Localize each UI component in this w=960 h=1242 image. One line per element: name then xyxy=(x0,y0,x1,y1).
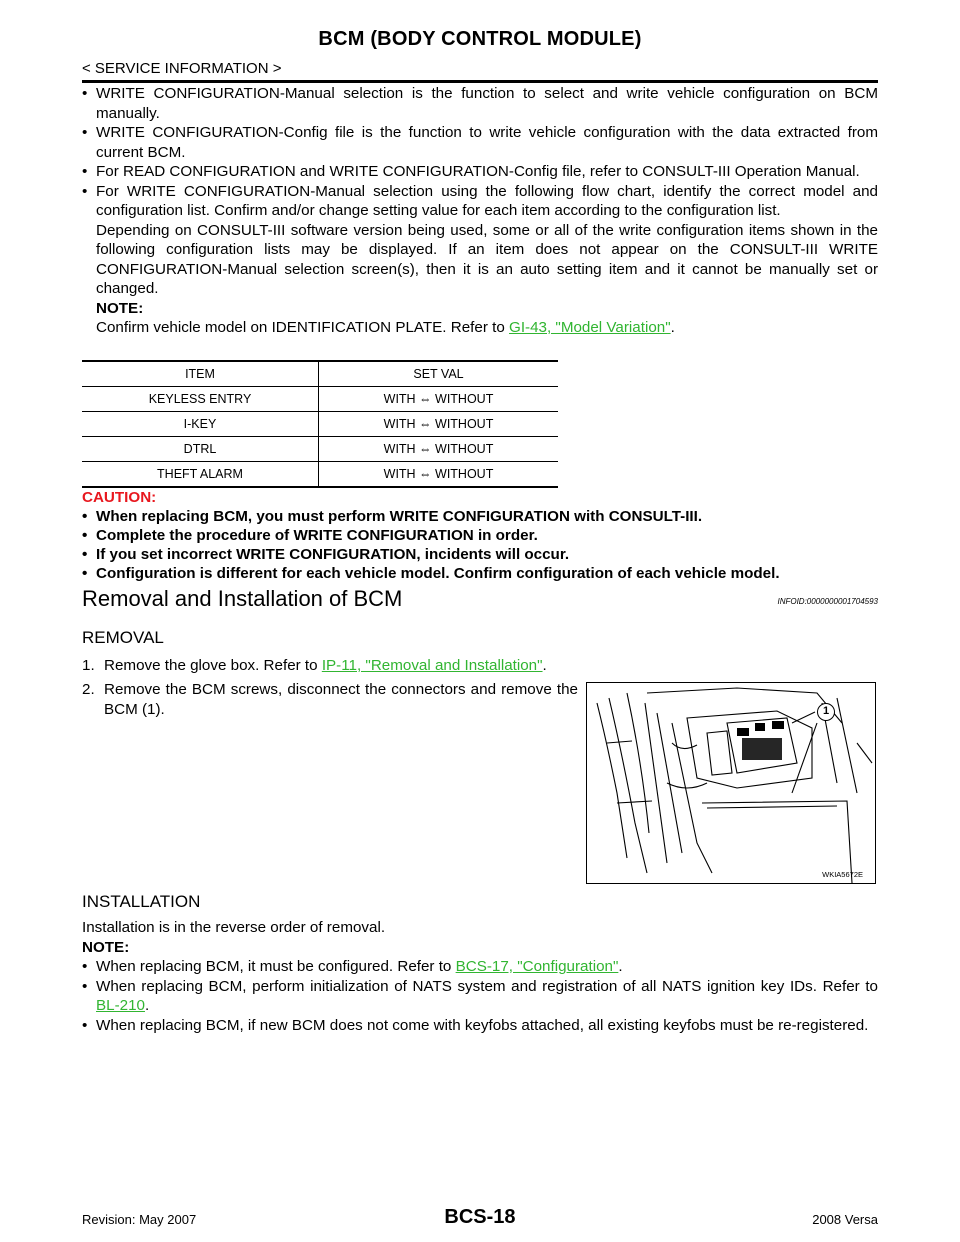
info-id: INFOID:0000000001704593 xyxy=(777,597,878,606)
table-cell: KEYLESS ENTRY xyxy=(82,386,319,412)
footer-revision: Revision: May 2007 xyxy=(82,1212,197,1227)
footer-model: 2008 Versa xyxy=(812,1212,878,1227)
installation-text: Installation is in the reverse order of … xyxy=(82,919,386,936)
bullet-dot: • xyxy=(82,508,88,525)
bullet-dot: • xyxy=(82,977,88,995)
step-number: 1. xyxy=(82,657,95,674)
caution-text: If you set incorrect WRITE CONFIGURATION… xyxy=(96,546,570,563)
bullet-text-end: . xyxy=(618,958,623,975)
paragraph: For WRITE CONFIGURATION-Manual selection… xyxy=(96,182,878,220)
bullet-dot: • xyxy=(82,565,88,582)
bullet-dot: • xyxy=(82,182,88,200)
list-item: • When replacing BCM, you must perform WR… xyxy=(82,507,878,526)
list-item: • For READ CONFIGURATION and WRITE CONFI… xyxy=(82,162,878,182)
step-2: 2. Remove the BCM screws, disconnect the… xyxy=(82,680,578,719)
column-header-set-val: SET VAL xyxy=(318,360,558,387)
caution-block: CAUTION: • When replacing BCM, you must p… xyxy=(82,488,878,583)
list-item: • When replacing BCM, if new BCM does no… xyxy=(82,1016,878,1036)
installation-body: Installation is in the reverse order of … xyxy=(82,918,878,1035)
caution-text: Complete the procedure of WRITE CONFIGUR… xyxy=(96,527,538,544)
note-label: NOTE: xyxy=(96,299,144,317)
ip-11-link[interactable]: IP-11, "Removal and Installation" xyxy=(321,657,543,674)
bullet-dot: • xyxy=(82,958,88,975)
bullet-text: WRITE CONFIGURATION-Config file is the f… xyxy=(96,124,878,161)
figure-code: WKIA5672E xyxy=(822,870,863,879)
list-item: • When replacing BCM, it must be configu… xyxy=(82,957,878,977)
configuration-table: ITEM SET VAL KEYLESS ENTRY WITH ⇔ WITHOU… xyxy=(82,360,558,488)
bullet-text: For READ CONFIGURATION and WRITE CONFIGU… xyxy=(96,163,860,180)
bl-210-link[interactable]: BL-210 xyxy=(96,997,145,1014)
note-end: . xyxy=(670,319,675,336)
bullet-dot: • xyxy=(82,527,88,544)
section-title: Removal and Installation of BCM xyxy=(82,586,403,611)
table-header-row: ITEM SET VAL xyxy=(82,360,558,387)
bullet-text: For WRITE CONFIGURATION-Manual selection… xyxy=(96,182,878,338)
note-paragraph: Confirm vehicle model on IDENTIFICATION … xyxy=(96,318,878,338)
footer-page-number: BCS-18 xyxy=(444,1206,516,1228)
table-cell: WITH ⇔ WITHOUT xyxy=(318,386,558,412)
bcm-location-figure: 1 WKIA5672E xyxy=(586,682,876,884)
list-item: • Complete the procedure of WRITE CONFIGU… xyxy=(82,526,878,545)
bullet-text: WRITE CONFIGURATION-Manual selection is … xyxy=(96,85,878,122)
bullet-text: When replacing BCM, it must be configure… xyxy=(96,957,878,977)
gi-43-link[interactable]: GI-43, "Model Variation" xyxy=(509,319,671,336)
paragraph: Depending on CONSULT-III software versio… xyxy=(96,221,878,298)
header-rule xyxy=(82,80,878,83)
table-row: KEYLESS ENTRY WITH ⇔ WITHOUT xyxy=(82,386,558,412)
bcs-17-link[interactable]: BCS-17, "Configuration" xyxy=(455,958,619,975)
table-cell: DTRL xyxy=(82,436,319,462)
table-row: THEFT ALARM WITH ⇔ WITHOUT xyxy=(82,461,558,488)
column-header-item: ITEM xyxy=(82,360,319,387)
intro-bullets: • WRITE CONFIGURATION-Manual selection i… xyxy=(82,84,878,338)
bullet-dot: • xyxy=(82,124,88,141)
list-item: • If you set incorrect WRITE CONFIGURATIO… xyxy=(82,545,878,564)
note-label: NOTE: xyxy=(82,938,130,956)
bullet-text: When replacing BCM, perform initializati… xyxy=(96,977,878,1016)
bullet-dot: • xyxy=(82,546,88,563)
step-text-end: . xyxy=(542,657,547,674)
step-text: Remove the BCM screws, disconnect the co… xyxy=(104,681,578,718)
table-cell: WITH ⇔ WITHOUT xyxy=(318,436,558,462)
section-label: < SERVICE INFORMATION > xyxy=(82,60,282,77)
step-text-main: Remove the glove box. Refer to xyxy=(104,657,322,674)
bullet-dot: • xyxy=(82,1016,88,1034)
callout-1: 1 xyxy=(817,703,835,721)
bullet-dot: • xyxy=(82,85,88,102)
note-text: Confirm vehicle model on IDENTIFICATION … xyxy=(96,319,509,336)
step-1: 1. Remove the glove box. Refer to IP-11,… xyxy=(82,656,547,676)
removal-heading: REMOVAL xyxy=(82,628,164,647)
list-item: • WRITE CONFIGURATION-Config file is the… xyxy=(82,123,878,162)
list-item: • Configuration is different for each veh… xyxy=(82,564,878,583)
bullet-text-main: When replacing BCM, it must be configure… xyxy=(96,958,456,975)
caution-title: CAUTION: xyxy=(82,489,157,506)
step-text: Remove the glove box. Refer to IP-11, "R… xyxy=(104,656,547,676)
bullet-dot: • xyxy=(82,163,88,180)
table-cell: WITH ⇔ WITHOUT xyxy=(318,461,558,488)
list-item: • For WRITE CONFIGURATION-Manual selecti… xyxy=(82,182,878,338)
caution-text: When replacing BCM, you must perform WRI… xyxy=(96,508,703,525)
bullet-text-end: . xyxy=(144,997,150,1014)
list-item: • When replacing BCM, perform initializa… xyxy=(82,977,878,1016)
bullet-text: When replacing BCM, if new BCM does not … xyxy=(96,1016,869,1034)
installation-heading: INSTALLATION xyxy=(82,892,201,911)
caution-text: Configuration is different for each vehi… xyxy=(96,565,780,582)
bullet-text-main: When replacing BCM, perform initializati… xyxy=(96,977,878,995)
page-title: BCM (BODY CONTROL MODULE) xyxy=(318,28,642,50)
step-number: 2. xyxy=(82,681,95,698)
table-cell: WITH ⇔ WITHOUT xyxy=(318,411,558,437)
table-row: I-KEY WITH ⇔ WITHOUT xyxy=(82,411,558,437)
table-row: DTRL WITH ⇔ WITHOUT xyxy=(82,436,558,462)
list-item: • WRITE CONFIGURATION-Manual selection i… xyxy=(82,84,878,123)
bcm-illustration xyxy=(596,687,873,883)
table-cell: THEFT ALARM xyxy=(82,461,319,488)
table-cell: I-KEY xyxy=(82,411,319,437)
